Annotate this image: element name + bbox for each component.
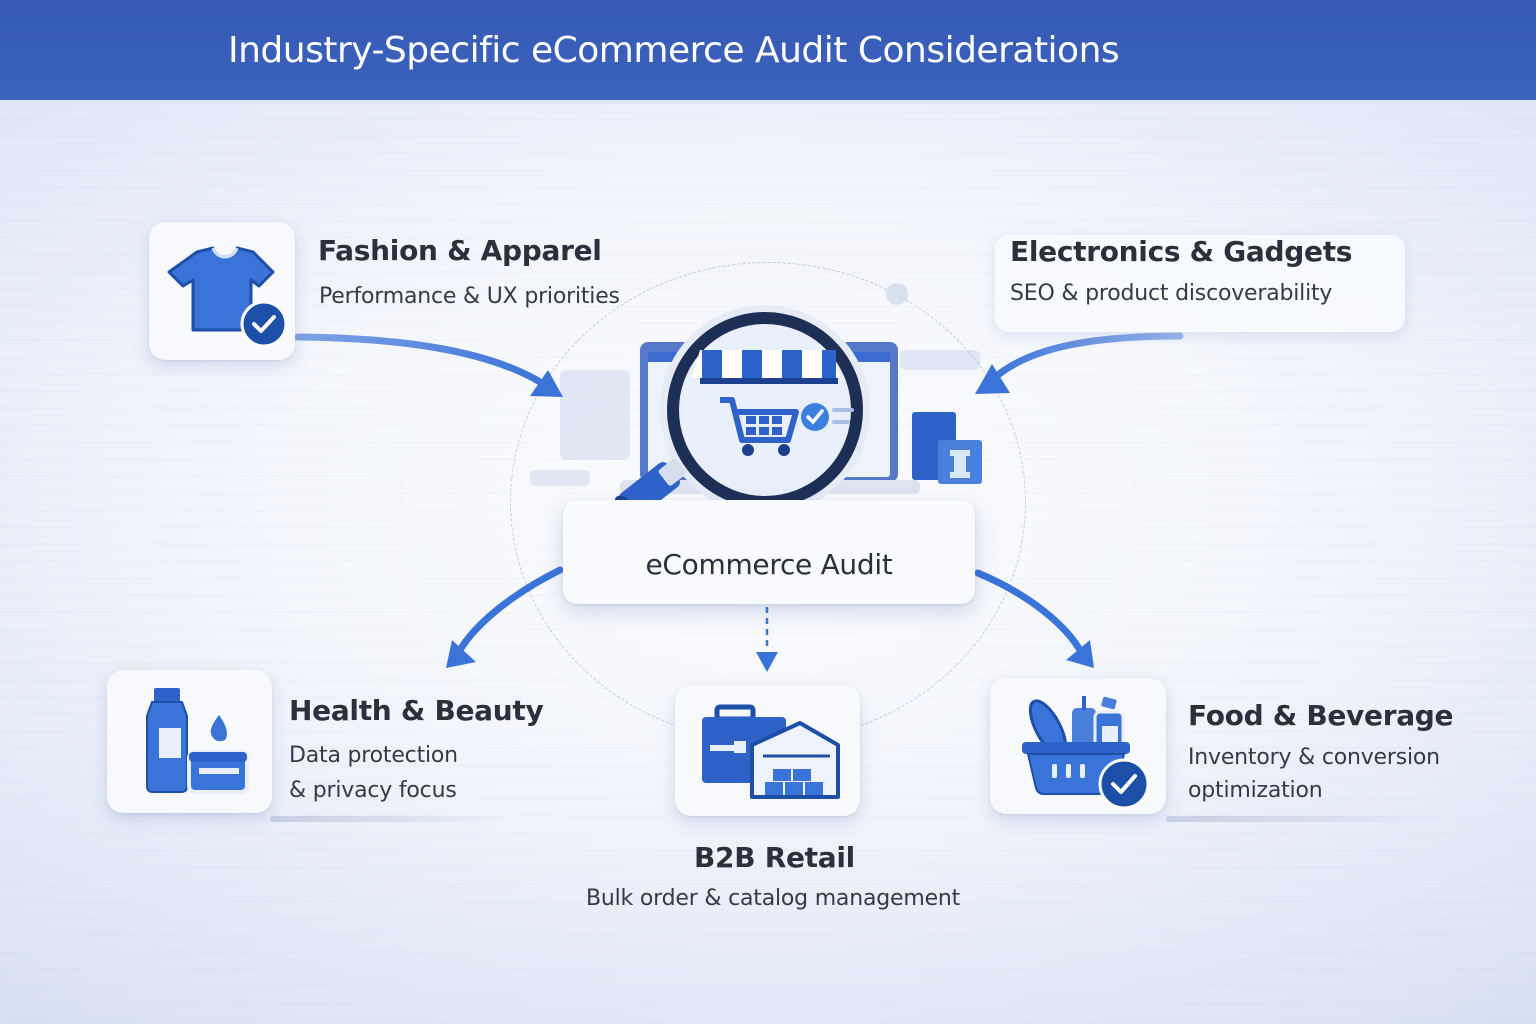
bottle-jar-icon: [146, 688, 249, 794]
header-banner: Industry-Specific eCommerce Audit Consid…: [0, 0, 1536, 104]
fashion-title: Fashion & Apparel: [318, 234, 602, 267]
arrow-center-to-food: [974, 569, 1094, 668]
health-subtitle-line2: & privacy focus: [289, 778, 457, 803]
b2b-subtitle: Bulk order & catalog management: [586, 886, 961, 911]
tshirt-check-icon: [167, 246, 288, 348]
arrow-center-to-b2b: [756, 607, 778, 672]
electronics-title: Electronics & Gadgets: [1010, 235, 1353, 268]
food-shadow-line: [1166, 816, 1446, 822]
center-audit-card: eCommerce Audit: [563, 500, 975, 604]
briefcase-warehouse-icon: [702, 704, 840, 799]
arrow-center-to-health: [446, 566, 564, 668]
arrow-electronics-to-center: [975, 332, 1184, 394]
magnifier-storefront-icon: [614, 305, 982, 522]
header-divider: [0, 100, 1536, 104]
arrow-fashion-to-center: [294, 333, 563, 397]
health-shadow-line: [270, 816, 510, 822]
electronics-subtitle: SEO & product discoverability: [1010, 281, 1333, 306]
food-icon-card: [990, 678, 1166, 814]
health-subtitle-line1: Data protection: [289, 743, 458, 768]
b2b-title: B2B Retail: [694, 841, 855, 874]
center-audit-label: eCommerce Audit: [645, 548, 893, 581]
orbit-dot: [886, 283, 908, 305]
page-title: Industry-Specific eCommerce Audit Consid…: [228, 30, 1120, 71]
food-title: Food & Beverage: [1188, 699, 1454, 732]
fashion-subtitle: Performance & UX priorities: [319, 284, 620, 309]
food-subtitle-line1: Inventory & conversion: [1188, 745, 1440, 770]
grocery-basket-check-icon: [1022, 696, 1150, 810]
b2b-icon-card: [675, 685, 860, 816]
fashion-icon-card: [149, 222, 295, 360]
health-title: Health & Beauty: [289, 694, 544, 727]
health-icon-card: [107, 670, 272, 813]
electronics-panel: [995, 235, 1405, 332]
food-subtitle-line2: optimization: [1188, 778, 1323, 803]
